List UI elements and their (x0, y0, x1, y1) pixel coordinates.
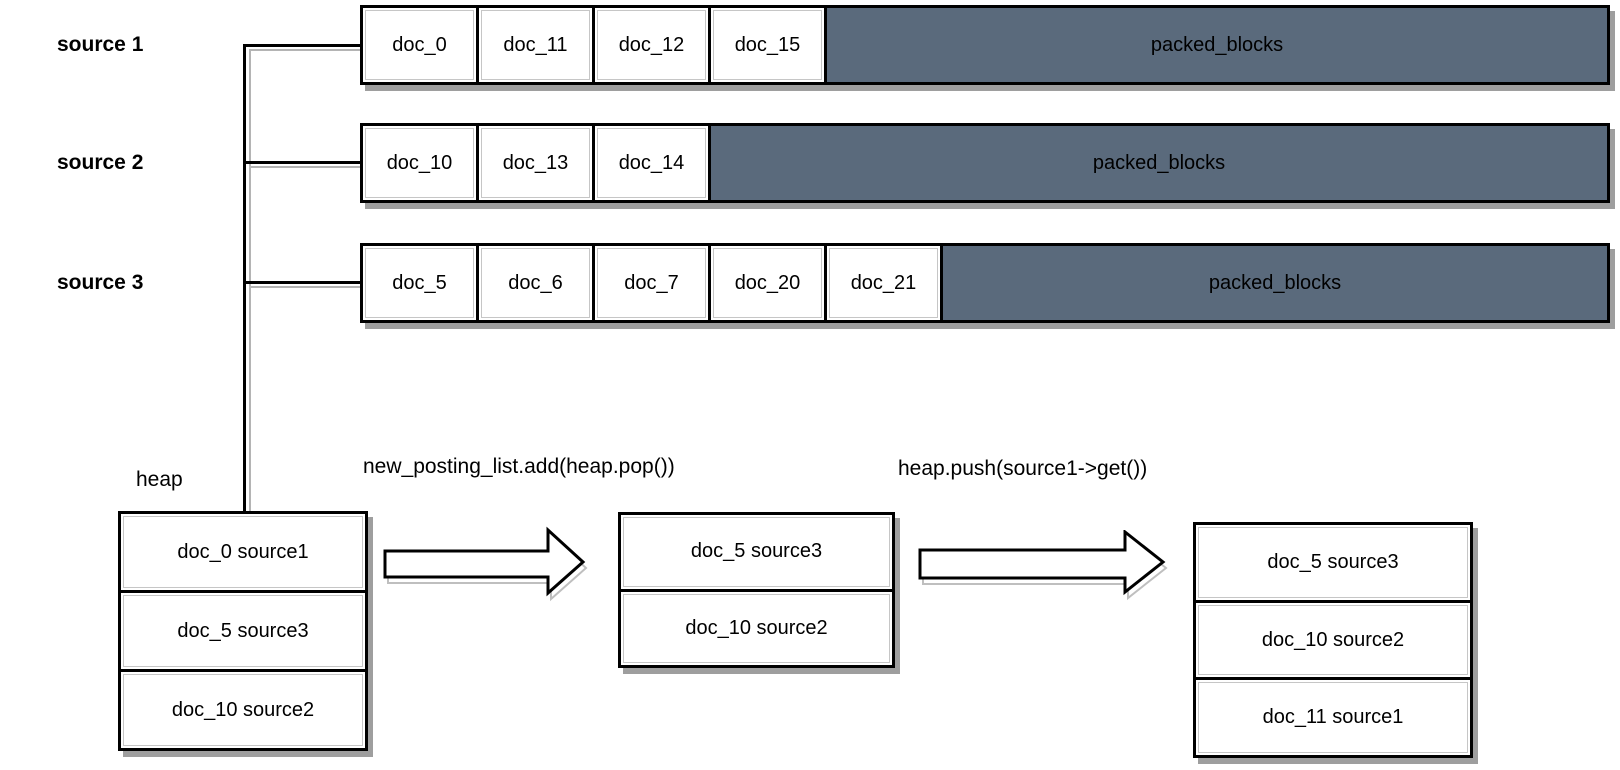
doc-box: doc_5 (360, 243, 479, 323)
connector-source-3 (243, 281, 363, 284)
doc-box: doc_20 (708, 243, 827, 323)
list-item-label: doc_5 source3 (690, 540, 823, 563)
doc-box: doc_6 (476, 243, 595, 323)
source-1-row: doc_0 doc_11 doc_12 doc_15 packed_blocks (360, 5, 1610, 85)
source-1-label: source 1 (57, 33, 144, 56)
doc-label: doc_5 (392, 271, 447, 294)
connector-source-3-shadow (250, 286, 363, 288)
doc-label: doc_15 (734, 33, 801, 56)
source-3-row: doc_5 doc_6 doc_7 doc_20 doc_21 packed_b… (360, 243, 1610, 323)
source-2-row: doc_10 doc_13 doc_14 packed_blocks (360, 123, 1610, 203)
new-posting-list-box: doc_5 source3 doc_10 source2 (618, 512, 895, 668)
list-item: doc_10 source2 (1196, 599, 1470, 678)
list-item: doc_5 source3 (621, 515, 892, 589)
doc-label: doc_12 (618, 33, 685, 56)
doc-label: doc_0 (392, 33, 447, 56)
heap-box: doc_0 source1 doc_5 source3 doc_10 sourc… (118, 511, 368, 751)
connector-source-1-shadow (250, 49, 363, 51)
list-item: doc_5 source3 (1196, 525, 1470, 600)
list-item-label: doc_10 source2 (1261, 628, 1405, 651)
connector-source-1 (243, 44, 363, 47)
packed-blocks-box: packed_blocks (940, 243, 1610, 323)
connector-source-2 (243, 161, 363, 164)
doc-label: doc_6 (508, 271, 563, 294)
doc-label: doc_11 (503, 33, 568, 56)
heap-title: heap (136, 468, 183, 491)
packed-blocks-label: packed_blocks (1208, 271, 1342, 294)
doc-label: doc_13 (502, 151, 569, 174)
doc-box: doc_13 (476, 123, 595, 203)
doc-box: doc_10 (360, 123, 479, 203)
heap-item: doc_10 source2 (121, 669, 365, 748)
source-3-label: source 3 (57, 271, 144, 294)
list-item-label: doc_10 source2 (685, 616, 828, 639)
heap-item-label: doc_0 source1 (177, 540, 309, 563)
doc-label: doc_20 (734, 271, 801, 294)
doc-label: doc_7 (624, 271, 679, 294)
heap-item: doc_5 source3 (121, 590, 365, 669)
packed-blocks-box: packed_blocks (708, 123, 1610, 203)
doc-box: doc_11 (476, 5, 595, 85)
heap-item-label: doc_10 source2 (171, 698, 315, 721)
source-2-label: source 2 (57, 151, 144, 174)
list-item: doc_10 source2 (621, 588, 892, 665)
heap-item-label: doc_5 source3 (177, 619, 309, 642)
list-item-label: doc_5 source3 (1267, 550, 1399, 573)
step-2-caption: heap.push(source1->get()) (898, 457, 1148, 480)
arrow-right-icon (918, 530, 1168, 601)
heap-after-push-box: doc_5 source3 doc_10 source2 doc_11 sour… (1193, 522, 1473, 758)
doc-box: doc_0 (360, 5, 479, 85)
list-item: doc_11 source1 (1196, 677, 1470, 756)
doc-box: doc_14 (592, 123, 711, 203)
list-item-label: doc_11 source1 (1262, 706, 1404, 729)
trunk-line (243, 44, 246, 512)
doc-box: doc_15 (708, 5, 827, 85)
doc-box: doc_12 (592, 5, 711, 85)
doc-label: doc_14 (618, 151, 685, 174)
packed-blocks-box: packed_blocks (824, 5, 1610, 85)
step-1-caption: new_posting_list.add(heap.pop()) (363, 455, 675, 478)
doc-label: doc_21 (850, 271, 917, 294)
heap-item: doc_0 source1 (121, 514, 365, 590)
trunk-line-shadow (249, 49, 251, 511)
packed-blocks-label: packed_blocks (1092, 151, 1226, 174)
doc-label: doc_10 (386, 151, 453, 174)
arrow-right-icon (383, 526, 588, 602)
doc-box: doc_7 (592, 243, 711, 323)
connector-source-2-shadow (250, 166, 363, 168)
doc-box: doc_21 (824, 243, 943, 323)
packed-blocks-label: packed_blocks (1150, 33, 1284, 56)
